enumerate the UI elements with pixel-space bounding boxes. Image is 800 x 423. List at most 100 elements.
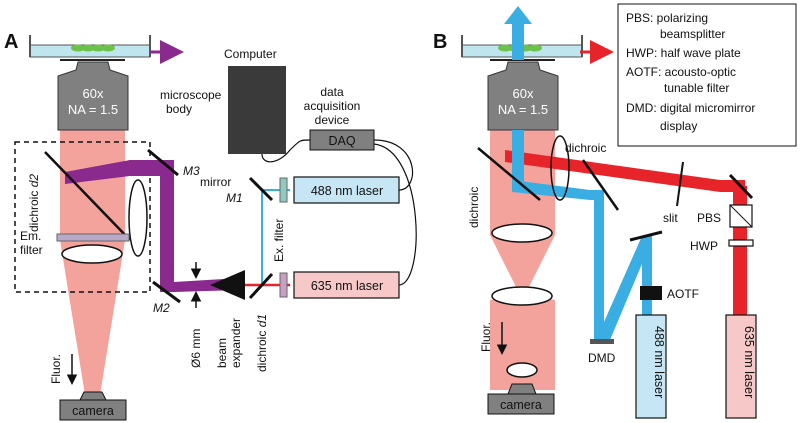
dichroic-d2-label: dichroic d2 [27, 174, 41, 232]
cell [101, 44, 115, 52]
beam-expander [210, 270, 245, 300]
daq-label-2: acquisition [304, 99, 361, 113]
dmd-label: DMD [588, 351, 616, 365]
blue-mirror-b [629, 230, 663, 242]
dichroic-d1 [248, 272, 274, 300]
laser-488-box-b [635, 314, 667, 419]
legend-line: AOTF: acousto-optic [626, 65, 736, 79]
fluorescence-beam-b [490, 130, 555, 390]
laser-635-label: 635 nm laser [311, 279, 383, 293]
laser-488-box [293, 176, 400, 204]
legend-box: PBS: polarizing beamsplitter HWP: half w… [617, 3, 797, 147]
objective-na: NA = 1.5 [68, 102, 118, 117]
red-beam-b-horizontal [505, 150, 745, 192]
laser-488-label-b: 488 nm laser [652, 326, 666, 398]
mirror-m2-label: M2 [153, 301, 170, 315]
mirror-m2 [152, 280, 181, 304]
computer-box [228, 66, 286, 154]
ex-filter-label: Ex. filter [272, 219, 286, 262]
blue-output-arrow [504, 6, 532, 24]
imaging-lens [61, 244, 123, 264]
panel-a: A 60x NA = 1.5 microscope body [4, 31, 417, 421]
beam-size-label: Ø6 mm [189, 329, 203, 368]
fluor-label: Fluor. [49, 354, 63, 384]
camera-label-b: camera [500, 398, 542, 412]
mirror-m1-name: M1 [226, 191, 243, 205]
relay-lens-b-2 [506, 362, 538, 378]
sample-dish [29, 35, 151, 61]
legend-frame [617, 3, 797, 147]
mirror-m1-label: mirror [200, 175, 231, 189]
aotf-label: AOTF [667, 287, 699, 301]
camera-mount [79, 391, 107, 401]
dichroic-left-b [477, 147, 541, 201]
fluor-label-b: Fluor. [479, 322, 493, 352]
blue-beam-b [512, 130, 652, 340]
legend-line: DMD: digital micromirror [626, 101, 755, 115]
legend-line: beamsplitter [660, 27, 725, 41]
daq-label-1: data [320, 85, 344, 99]
objective-lens-b: 60x NA = 1.5 [487, 61, 559, 131]
hwp-label: HWP [690, 239, 718, 253]
beam-expander-label: beam [215, 338, 229, 368]
red-lens-b [550, 135, 570, 201]
panel-b: B 60x NA = 1.5 [433, 3, 797, 419]
daq-box-label: DAQ [328, 134, 355, 148]
legend-line: PBS: polarizing [626, 11, 708, 25]
legend-line: HWP: half wave plate [626, 46, 741, 60]
em-filter-label: Em. [20, 229, 41, 243]
objective-lens: 60x NA = 1.5 [57, 61, 129, 131]
objective-magnification-b: 60x [513, 86, 534, 101]
objective-magnification: 60x [83, 86, 104, 101]
computer-label: Computer [224, 47, 277, 61]
cell [498, 44, 512, 52]
dichroic-left-label: dichroic [467, 187, 481, 228]
mirror-m3 [147, 148, 179, 177]
daq-label-3: device [315, 113, 350, 127]
hwp-plate [728, 239, 754, 247]
mirror-top-right-b [728, 173, 754, 200]
tube-lens-b [491, 223, 553, 243]
objective-na-b: NA = 1.5 [498, 102, 548, 117]
laser-635-box-b [725, 314, 757, 419]
dmd-chip [590, 339, 614, 344]
relay-lens-b-1 [491, 286, 553, 306]
emission-filter [56, 233, 130, 242]
slit [676, 161, 684, 207]
dichroic-top-label: dichroic [565, 141, 606, 155]
camera-mount-b [507, 383, 537, 395]
dichroic-d1-label: dichroic d1 [255, 314, 269, 372]
daq-cable-635 [373, 143, 417, 286]
dichroic-top-b [581, 159, 620, 211]
computer-cable [261, 139, 311, 163]
ex-filter-488 [279, 177, 288, 203]
panel-b-letter: B [433, 31, 447, 53]
cell [91, 44, 105, 52]
laser-635-box [293, 271, 400, 299]
panel-a-letter: A [4, 31, 18, 53]
cell [528, 44, 542, 52]
pbs-label: PBS [697, 211, 721, 225]
daq-cable-488 [373, 139, 413, 191]
mirror-m3-label: M3 [183, 164, 200, 178]
ex-filter-635 [279, 272, 288, 298]
cell [71, 44, 85, 52]
camera-box [59, 399, 127, 421]
legend-line: display [660, 119, 697, 133]
blue-output-beam [512, 24, 524, 60]
aotf-box [640, 286, 662, 300]
camera-box-b [487, 393, 555, 415]
dichroic-d2 [44, 151, 131, 241]
slit-label: slit [663, 211, 678, 225]
laser-488-label: 488 nm laser [311, 184, 383, 198]
beam-expander-label-2: expander [229, 318, 243, 368]
camera-label: camera [72, 404, 114, 418]
microscope-body-label-2: body [166, 102, 192, 116]
laser-635-label-b: 635 nm laser [742, 326, 756, 398]
tube-lens [128, 179, 148, 257]
microscope-body-box [14, 141, 151, 293]
pbs-diagonal [729, 204, 753, 228]
microscope-body-label: microscope [160, 88, 222, 102]
